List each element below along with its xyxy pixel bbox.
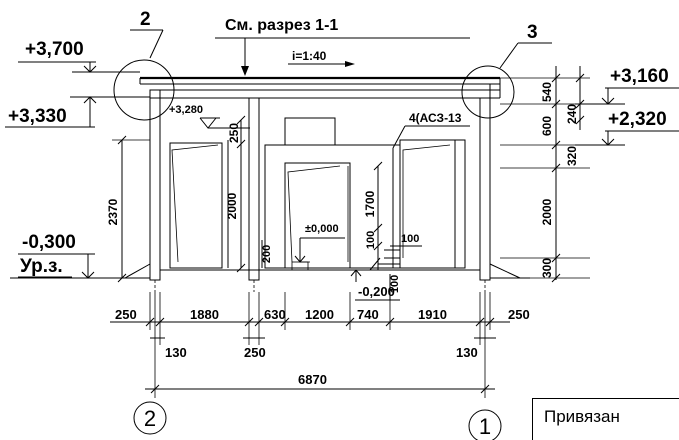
elevation-right-top-label: +3,160 (610, 66, 669, 87)
dim-right-320-label: 320 (565, 146, 579, 166)
slope-label: i=1:40 (292, 49, 327, 63)
dim-top-250b-label: 250 (508, 307, 530, 322)
dim-inner-2000-label: 2000 (225, 192, 239, 219)
dim-step-200-label: 200 (261, 245, 273, 263)
elevation-right-mid-label: +2,320 (608, 109, 667, 130)
callout-2: 2 (113, 9, 175, 121)
columns (149, 89, 491, 292)
approval-stamp: Привязан (532, 398, 679, 440)
dim-total: 6870 (145, 292, 495, 398)
elevation-floor-low-label: -0,200 (358, 284, 395, 299)
dim-right-2000-label: 2000 (540, 198, 554, 225)
elevation-top-left-label: +3,700 (25, 39, 84, 60)
callout-3-label: 3 (527, 22, 538, 43)
dim-right-240-label: 240 (565, 104, 579, 124)
door-right (378, 139, 466, 269)
dim-door-1700-label: 1700 (363, 190, 377, 217)
elevation-floor-low: -0,200 (350, 269, 400, 301)
door-left (169, 140, 229, 269)
dim-mid-130b-label: 130 (456, 345, 478, 360)
dim-right-600-label: 600 (540, 116, 554, 136)
dim-inner: 250 2000 200 (225, 115, 273, 273)
dim-inner-250-label: 250 (227, 123, 241, 143)
elevation-top-left: +3,700 (18, 39, 140, 73)
axis-marker-2: 2 (133, 401, 167, 435)
elevation-right-top: +3,160 (575, 66, 679, 105)
axis-marker-1-label: 1 (479, 414, 491, 439)
elevation-left-mid: +3,330 (5, 96, 150, 128)
dim-right-300-label: 300 (540, 258, 554, 278)
dim-mid-130a-label: 130 (165, 345, 187, 360)
dim-top-1910-label: 1910 (418, 307, 447, 322)
elevation-left-mid-label: +3,330 (8, 106, 67, 127)
section-reference: См. разрез 1-1 i=1:40 (215, 17, 470, 76)
elevation-right-mid: +2,320 (575, 109, 679, 146)
door-mark: 4(АСЗ-13 (392, 111, 470, 149)
dim-top-740-label: 740 (357, 307, 379, 322)
elevation-ground-label: -0,300 (22, 232, 76, 253)
dim-door-100a-label: 100 (365, 231, 377, 249)
dim-top-250a-label: 250 (115, 307, 137, 322)
dim-left-height-label: 2370 (106, 198, 120, 225)
door-mark-label: 4(АСЗ-13 (409, 111, 462, 125)
callout-3: 3 (461, 22, 552, 119)
dim-top-630-label: 630 (264, 307, 286, 322)
elevation-ground: -0,300 Ур.з. (18, 232, 95, 279)
elevation-inner: +3,280 (169, 104, 250, 129)
dim-door-100b-label: 100 (401, 233, 419, 245)
dim-right-chain: 540 240 600 320 2000 300 (500, 66, 590, 283)
approval-stamp-label: Привязан (544, 407, 620, 426)
dim-left-height: 2370 (106, 135, 150, 283)
roof (139, 76, 501, 99)
callout-2-label: 2 (140, 9, 151, 30)
dim-row-mid: 130 250 130 (150, 337, 496, 360)
elevation-floor: ±0,000 (294, 223, 345, 263)
dim-total-label: 6870 (298, 372, 327, 387)
dim-right-540-label: 540 (540, 82, 554, 102)
dim-mid-250-label: 250 (244, 345, 266, 360)
elevation-inner-label: +3,280 (169, 104, 203, 116)
elevation-floor-label: ±0,000 (305, 223, 339, 235)
dim-row-top: 250 1880 630 1200 740 1910 250 (110, 292, 530, 345)
door-center (264, 117, 401, 271)
dim-top-1880-label: 1880 (190, 307, 219, 322)
section-reference-label: См. разрез 1-1 (225, 17, 338, 34)
dim-top-1200-label: 1200 (305, 307, 334, 322)
axis-marker-1: 1 (468, 409, 502, 440)
dim-under-100-label: 100 (389, 275, 401, 293)
ground-level-label: Ур.з. (20, 256, 63, 277)
axis-marker-2-label: 2 (144, 406, 156, 431)
